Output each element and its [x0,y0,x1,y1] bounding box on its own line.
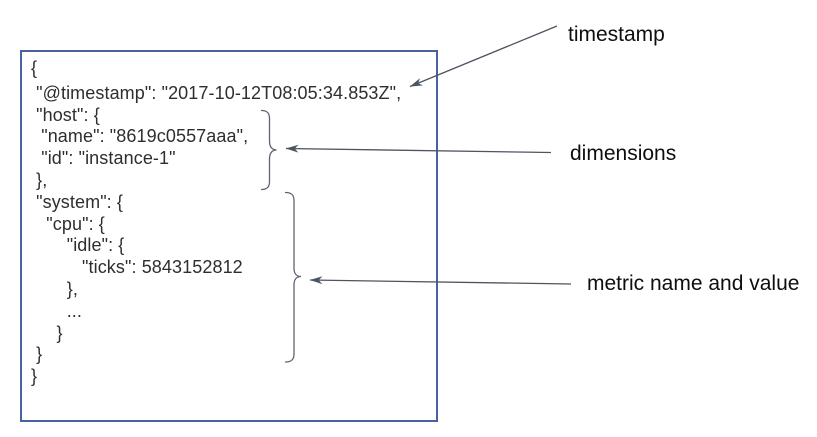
code-line: "system": { [31,191,123,212]
code-line: } [31,322,63,343]
code-line: ... [31,300,83,321]
code-line: { [31,58,38,78]
dimensions-label: dimensions [570,142,677,165]
code-line: "host": { [31,104,100,125]
code-line: }, [31,278,78,299]
code-line: "id": "instance-1" [31,148,176,169]
code-line: "@timestamp": "2017-10-12T08:05:34.853Z"… [31,82,402,103]
json-document-box [20,50,438,422]
code-line: "cpu": { [31,213,105,234]
timestamp-label: timestamp [568,23,665,46]
code-line: "ticks": 5843152812 [31,257,243,278]
code-line: }, [31,169,48,190]
code-line: } [31,366,38,387]
code-line: } [31,344,43,365]
json-code: { "@timestamp": "2017-10-12T08:05:34.853… [31,58,401,388]
code-line: "idle": { [31,235,125,256]
metric-label: metric name and value [587,272,800,295]
code-line: "name": "8619c0557aaa", [31,126,249,147]
